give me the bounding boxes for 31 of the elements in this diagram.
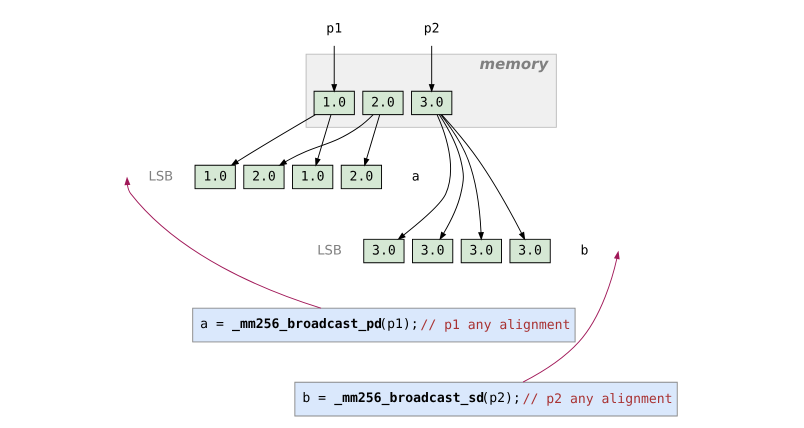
node-box: 3.0 — [411, 90, 452, 116]
arrow — [440, 114, 484, 241]
arrow — [428, 45, 435, 93]
arrow — [124, 176, 322, 309]
node-box: 1.0 — [292, 164, 334, 190]
label: a — [412, 169, 420, 184]
arrow — [442, 114, 526, 240]
label: LSB — [148, 169, 174, 184]
label: LSB — [317, 243, 342, 258]
arrow — [331, 45, 338, 93]
node-text: p1 — [326, 21, 342, 36]
node-box: 3.0 — [509, 238, 551, 264]
arrow — [278, 114, 374, 166]
node-box: 3.0 — [363, 238, 405, 264]
node-box: 1.0 — [194, 164, 236, 190]
arrow — [230, 114, 316, 166]
node-box: 2.0 — [340, 164, 382, 190]
label: b — [580, 243, 588, 258]
node-text: p2 — [424, 21, 440, 36]
arrow — [364, 114, 380, 167]
node-box: 3.0 — [460, 238, 502, 264]
arrow — [315, 114, 332, 167]
node-box: a = _mm256_broadcast_pd(p1);// p1 any alignment — [192, 308, 576, 342]
node-box: 3.0 — [412, 238, 454, 264]
node-box: 1.0 — [314, 90, 355, 116]
node-box: 2.0 — [362, 90, 404, 116]
arrow — [522, 250, 620, 383]
arrow — [438, 114, 464, 240]
node-box: 2.0 — [243, 164, 285, 190]
arrow — [397, 114, 451, 240]
node-box: b = _mm256_broadcast_sd(p2);// p2 any alignment — [294, 382, 678, 416]
